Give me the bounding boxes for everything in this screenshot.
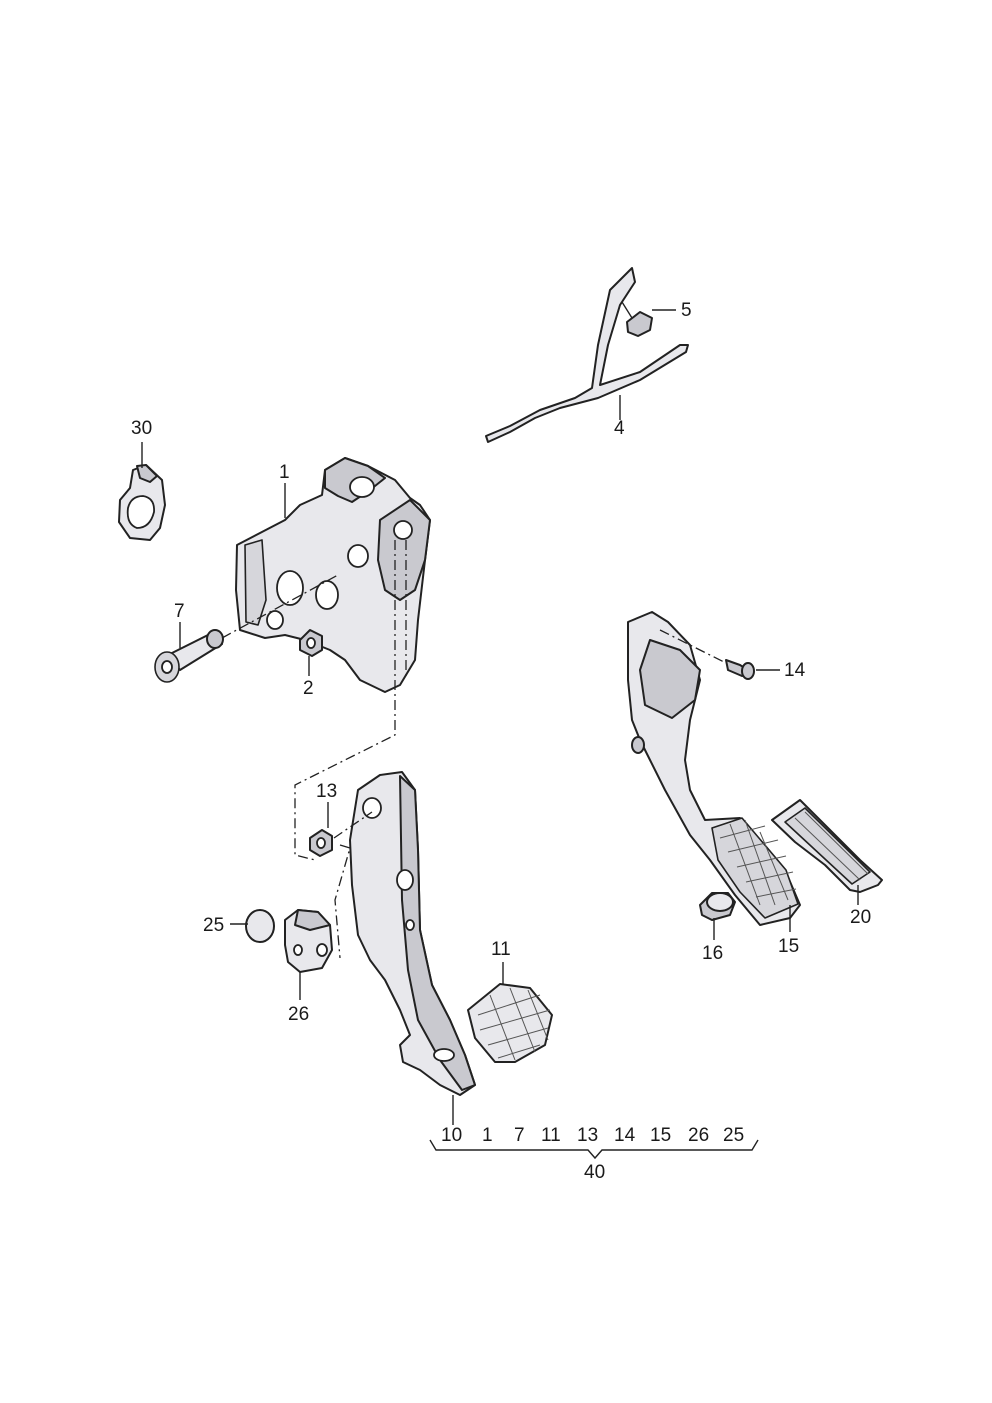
label-4: 4 bbox=[614, 418, 625, 439]
assembly-lines bbox=[294, 540, 407, 959]
assembly-group: 10 1 7 11 13 14 15 26 25 40 bbox=[429, 1125, 759, 1183]
assembly-brace bbox=[429, 1139, 759, 1160]
label-14: 14 bbox=[784, 660, 806, 681]
assembly-item-15: 15 bbox=[650, 1125, 671, 1146]
part-1-bracket bbox=[235, 457, 431, 693]
pedal-pad-texture-11 bbox=[477, 987, 551, 1061]
label-1: 1 bbox=[279, 462, 290, 483]
assembly-item-13: 13 bbox=[577, 1125, 598, 1146]
label-5: 5 bbox=[681, 300, 692, 321]
label-16: 16 bbox=[702, 943, 723, 964]
assembly-item-14: 14 bbox=[614, 1125, 636, 1146]
part-5-nut bbox=[621, 301, 676, 337]
label-13: 13 bbox=[316, 781, 337, 802]
label-15: 15 bbox=[778, 936, 799, 957]
assembly-item-25: 25 bbox=[723, 1125, 744, 1146]
label-25: 25 bbox=[203, 915, 224, 936]
label-30: 30 bbox=[131, 418, 152, 439]
part-7-pin bbox=[154, 574, 339, 683]
part-2-nut bbox=[299, 629, 323, 676]
callout-labels: 30 1 7 2 5 4 14 13 25 26 11 16 15 20 bbox=[131, 300, 871, 1025]
part-16-stop bbox=[699, 892, 736, 940]
part-10-pedal-arm bbox=[349, 771, 476, 1125]
assembly-item-10: 10 bbox=[441, 1125, 462, 1146]
label-2: 2 bbox=[303, 678, 314, 699]
assembly-group-40: 40 bbox=[584, 1162, 605, 1183]
part-13-bushing bbox=[309, 802, 373, 857]
part-26-sensor-holder bbox=[284, 909, 333, 1000]
label-7: 7 bbox=[174, 601, 185, 622]
part-30-clip bbox=[118, 464, 166, 541]
part-25-cap bbox=[230, 909, 275, 943]
label-26: 26 bbox=[288, 1004, 309, 1025]
part-15-accelerator-pedal bbox=[627, 611, 801, 932]
label-11: 11 bbox=[491, 939, 511, 960]
pedal-pad-texture bbox=[719, 819, 797, 906]
assembly-item-11: 11 bbox=[541, 1125, 561, 1146]
assembly-item-26: 26 bbox=[688, 1125, 709, 1146]
part-14-screw bbox=[725, 659, 780, 680]
part-20-pad bbox=[771, 799, 883, 905]
part-4-rod bbox=[485, 267, 689, 443]
assembly-item-7: 7 bbox=[514, 1125, 525, 1146]
part-11-pedal-pad bbox=[467, 962, 553, 1063]
assembly-item-1: 1 bbox=[482, 1125, 493, 1146]
label-20: 20 bbox=[850, 907, 871, 928]
